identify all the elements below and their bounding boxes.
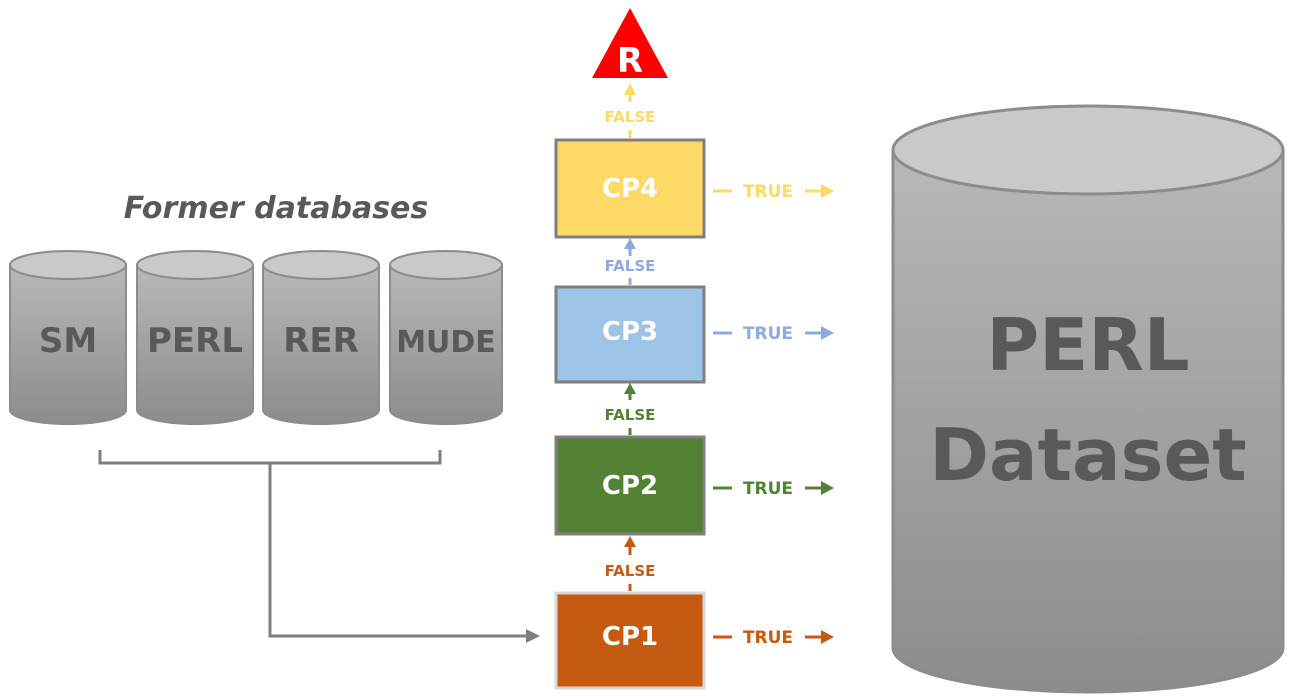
merge-connector xyxy=(98,450,528,638)
true-label-cp2: TRUE xyxy=(743,479,793,499)
reject-label: R xyxy=(617,41,643,81)
true-label-cp1: TRUE xyxy=(743,628,793,648)
database-cylinder-rer: RER xyxy=(262,250,380,425)
checkpoint-box-cp3 xyxy=(554,285,706,384)
true-arrow-cp2 xyxy=(713,481,834,495)
false-arrow-cp2 xyxy=(624,383,636,435)
checkpoint-label-cp3: CP3 xyxy=(602,317,658,347)
merge-arrowhead xyxy=(526,629,540,643)
checkpoint-label-cp1: CP1 xyxy=(602,622,658,652)
false-arrow-cp3 xyxy=(624,238,636,285)
database-cylinder-perl: PERL xyxy=(136,250,254,425)
false-label-cp4: FALSE xyxy=(605,108,656,126)
false-label-cp3: FALSE xyxy=(605,257,656,275)
checkpoint-box-cp4 xyxy=(554,138,706,239)
database-label-mude: MUDE xyxy=(396,325,496,360)
true-arrow-cp1 xyxy=(713,630,834,644)
false-label-cp2: FALSE xyxy=(605,406,656,424)
dataset-label-line2: Dataset xyxy=(929,413,1246,497)
reject-triangle xyxy=(592,8,668,78)
false-label-cp1: FALSE xyxy=(605,562,656,580)
perl-dataset-cylinder xyxy=(891,104,1285,694)
checkpoint-label-cp4: CP4 xyxy=(602,174,658,204)
checkpoint-box-cp2 xyxy=(554,435,706,536)
false-arrow-cp1 xyxy=(624,536,636,591)
true-label-cp4: TRUE xyxy=(743,182,793,202)
dataset-label-line1: PERL xyxy=(986,303,1189,387)
true-label-cp3: TRUE xyxy=(743,324,793,344)
database-cylinder-mude: MUDE xyxy=(389,250,503,425)
false-arrow-cp4 xyxy=(624,83,636,138)
database-label-rer: RER xyxy=(283,321,359,361)
database-label-sm: SM xyxy=(39,321,97,361)
checkpoint-box-cp1 xyxy=(554,591,706,690)
former-databases-title: Former databases xyxy=(124,191,429,226)
database-cylinder-sm: SM xyxy=(9,250,127,425)
true-arrow-cp3 xyxy=(713,326,834,340)
true-arrow-cp4 xyxy=(713,184,834,198)
database-label-perl: PERL xyxy=(147,321,243,361)
checkpoint-label-cp2: CP2 xyxy=(602,471,658,501)
